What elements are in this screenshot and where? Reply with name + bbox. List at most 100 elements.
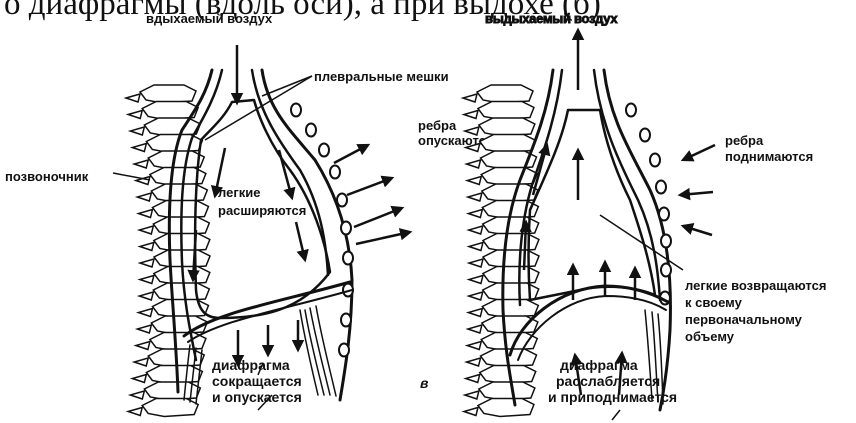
vertebra <box>483 267 539 285</box>
lungs-expand-label: легкие расширяются <box>218 185 306 218</box>
rib-section <box>306 124 316 137</box>
vertebra-process <box>137 193 151 201</box>
vertebra-process <box>134 358 148 366</box>
vertebra-process <box>140 276 154 284</box>
vertebra <box>144 118 200 136</box>
vertebra-process <box>469 292 483 300</box>
vertebra-process <box>469 259 483 267</box>
left-spine-illustration <box>126 85 210 417</box>
rib-section <box>656 181 666 194</box>
diaphragm-right-label: диафрагма расслабляется и приподнимается <box>548 357 677 405</box>
vertebra <box>478 399 534 417</box>
rib-arrow-1 <box>334 145 368 163</box>
vertebra-process <box>466 375 480 383</box>
rib-section <box>341 222 351 235</box>
vertebra-process <box>464 111 478 119</box>
vertebra <box>481 168 537 186</box>
ribs-lower-line1: ребра <box>418 118 457 133</box>
lungs-return-line2: к своему <box>685 295 743 310</box>
right-figure: выдыхаемый воздух ребра поднимаются легк… <box>463 11 830 420</box>
rib-in-arrow-3 <box>683 226 712 235</box>
vertebra-process <box>464 408 478 416</box>
diaphragm-left-line2: сокращается <box>212 373 302 389</box>
vertebra <box>146 135 202 153</box>
vertebra-process <box>468 309 482 317</box>
rib-section <box>319 144 329 157</box>
diaphragm-right-line1: диафрагма <box>560 357 638 373</box>
vertebra-process <box>126 94 140 102</box>
vertebra <box>483 234 539 252</box>
vertebra-process <box>467 177 481 185</box>
vertebra-process <box>467 342 481 350</box>
rib-section <box>626 104 636 117</box>
rib-in-arrow-1 <box>683 145 715 160</box>
rib-section <box>337 194 347 207</box>
rib-section <box>341 314 351 327</box>
rib-section <box>650 154 660 167</box>
lung-arrow-down-right <box>296 222 305 260</box>
vertebra-process <box>130 127 144 135</box>
rib-arrow-3 <box>354 208 402 227</box>
vertebra <box>479 118 535 136</box>
rib-section <box>640 129 650 142</box>
vertebra-process <box>468 325 482 333</box>
vertebra <box>481 333 537 351</box>
rib-section <box>661 235 671 248</box>
vertebra-process <box>140 243 154 251</box>
diaphragm-left-line3: и опускается <box>212 389 302 405</box>
vertebra-process <box>467 358 481 366</box>
spine-label: позвоночник <box>5 169 89 184</box>
vertebra <box>480 135 536 153</box>
left-figure: вдыхаемый воздух плевральные мешки ребра… <box>5 11 493 417</box>
diaphragm-left-label: диафрагма сокращается и опускается <box>212 357 306 405</box>
vertebra-process <box>128 111 142 119</box>
ribs-rise-line1: ребра <box>725 133 764 148</box>
vertebra-process <box>139 292 153 300</box>
rib-section <box>330 166 340 179</box>
diaphragm-right-line3: и приподнимается <box>548 389 677 405</box>
diaphragm-left-line1: диафрагма <box>212 357 290 373</box>
vertebra-process <box>469 243 483 251</box>
inhaled-air-label: вдыхаемый воздух <box>146 11 273 26</box>
vertebra-process <box>140 259 154 267</box>
vertebra-process <box>132 144 146 152</box>
vertebra <box>153 283 209 301</box>
exhaled-air-label: выдыхаемый воздух <box>485 11 618 26</box>
rib-section <box>661 264 671 277</box>
ribs-rise-line2: поднимаются <box>725 149 813 164</box>
lungs-return-label: легкие возвращаются к своему первоначаль… <box>685 278 830 344</box>
rib-section <box>659 208 669 221</box>
vertebra-process <box>136 342 150 350</box>
vertebra <box>151 184 207 202</box>
lungs-return-line1: легкие возвращаются <box>685 278 826 293</box>
rib-arrow-2 <box>347 178 392 195</box>
right-rib-sections <box>626 104 671 305</box>
vertebra-process <box>469 276 483 284</box>
rib-arrow-4 <box>356 232 410 244</box>
vertebra-process <box>134 160 148 168</box>
vertebra-process <box>468 193 482 201</box>
vertebra <box>151 316 207 334</box>
vertebra <box>140 85 196 103</box>
lungs-expand-line1: легкие <box>218 185 260 200</box>
vertebra <box>482 316 538 334</box>
vertebra <box>477 85 533 103</box>
vertebra <box>479 382 535 400</box>
lungs-expand-line2: расширяются <box>218 203 306 218</box>
lungs-return-line3: первоначальному <box>685 312 803 327</box>
vertebra-process <box>138 309 152 317</box>
vertebra <box>482 300 538 318</box>
vertebra-process <box>132 375 146 383</box>
lungs-return-line4: объему <box>685 329 735 344</box>
rib-section <box>339 344 349 357</box>
vertebra-process <box>130 391 144 399</box>
panel-letter: в <box>420 375 429 391</box>
diaphragm-right-line2: расслабляется <box>556 373 660 389</box>
vertebra-process <box>469 226 483 234</box>
vertebra <box>483 250 539 268</box>
vertebra-process <box>465 391 479 399</box>
ribs-rise-label: ребра поднимаются <box>725 133 813 164</box>
rib-in-arrow-2 <box>680 192 713 195</box>
pleural-sacs-label: плевральные мешки <box>314 69 449 84</box>
